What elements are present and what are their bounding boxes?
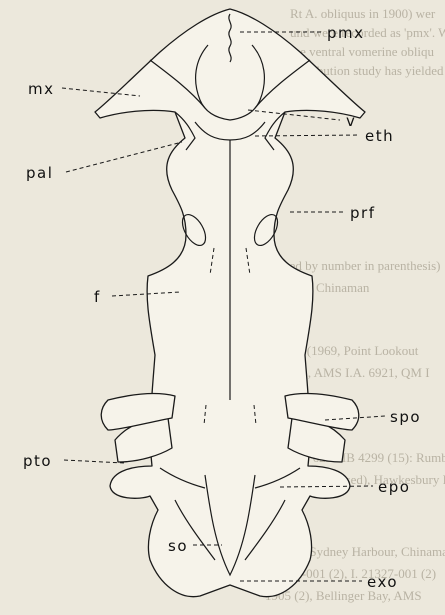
bg-line-13: 1905 (2), Bellinger Bay, AMS [265, 588, 422, 603]
bg-line-3: the ventral vomerine obliqu [290, 44, 435, 59]
bg-line-1: Rt A. obliquus in 1900) wer [290, 6, 436, 21]
label-epo: epo [378, 478, 410, 496]
label-eth: eth [365, 127, 394, 145]
label-so: so [168, 537, 188, 555]
skull-drawing [95, 9, 365, 597]
leader-pto [64, 460, 124, 463]
label-mx: mx [28, 80, 55, 98]
label-pal: pal [26, 164, 53, 182]
label-prf: prf [350, 204, 375, 222]
label-f: f [94, 288, 101, 306]
label-v: v [346, 112, 356, 130]
label-pto: pto [23, 452, 52, 470]
leader-pal [66, 142, 182, 172]
label-spo: spo [390, 408, 421, 426]
label-pmx: pmx [327, 24, 365, 42]
label-exo: exo [367, 573, 398, 591]
